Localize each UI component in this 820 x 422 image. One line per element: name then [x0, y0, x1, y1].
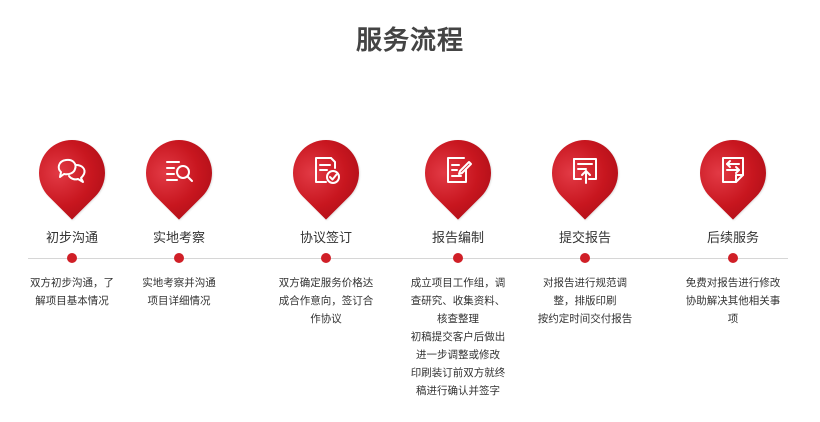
step-description: 实地考察并沟通 项目详细情况 [142, 277, 216, 307]
search-list-icon [161, 152, 197, 188]
upload-document-icon [567, 152, 603, 188]
timeline-dot [453, 253, 463, 263]
step-description: 成立项目工作组，调 查研究、收集资料、 核查整理 初稿提交客户后做出 进一步调整… [410, 277, 506, 397]
step-label: 后续服务 [706, 231, 759, 246]
timeline-dot [321, 253, 331, 263]
page-title: 服务流程 [355, 26, 464, 56]
timeline-dot [67, 253, 77, 263]
timeline-line [28, 258, 788, 259]
step-label: 协议签订 [299, 231, 352, 246]
step-label: 报告编制 [431, 231, 484, 246]
chat-bubbles-icon [54, 152, 90, 188]
step-description: 双方初步沟通，了 解项目基本情况 [30, 277, 114, 307]
step-description: 对报告进行规范调 整，排版印刷 按约定时间交付报告 [537, 277, 633, 325]
step-label: 实地考察 [152, 231, 205, 246]
timeline-dot [580, 253, 590, 263]
edit-document-icon [440, 152, 476, 188]
step-description: 双方确定服务价格达 成合作意向，签订合 作协议 [278, 277, 374, 325]
timeline-dot [728, 253, 738, 263]
step-description: 免费对报告进行修改 协助解决其他相关事 项 [685, 277, 781, 325]
timeline-dot [174, 253, 184, 263]
signed-document-icon [308, 152, 344, 188]
revise-document-icon [715, 152, 751, 188]
step-label: 提交报告 [558, 231, 611, 246]
step-label: 初步沟通 [45, 231, 98, 246]
